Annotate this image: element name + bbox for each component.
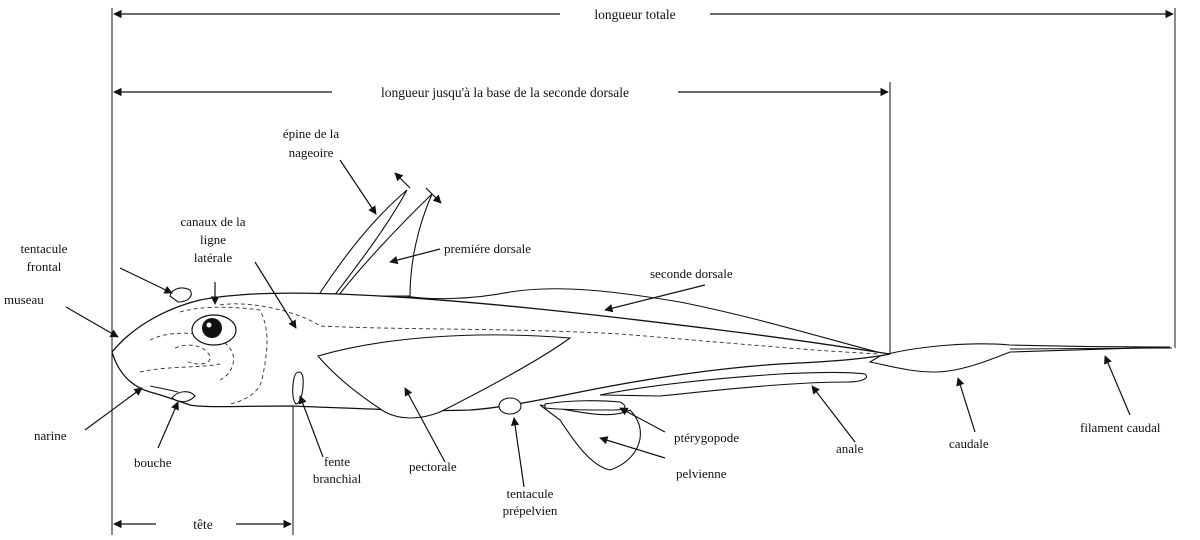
frontal-tentacle-label-line2: frontal [27, 259, 62, 274]
frontal-tentacle-label-line1: tentacule [21, 241, 68, 256]
clasper-label: ptérygopode [674, 430, 739, 445]
pelvic-arrow [599, 436, 666, 459]
head-length-label: tête [193, 517, 213, 532]
frontal-tentacle [169, 287, 192, 303]
pectoral-fin [317, 334, 572, 419]
nostril [149, 385, 179, 393]
fin-spine-label-line2: nageoire [289, 145, 334, 160]
second-dorsal-label: seconde dorsale [650, 266, 733, 281]
pupil [202, 318, 222, 338]
lateral-line-label-line1: canaux de la [181, 214, 246, 229]
caudal-filament-arrow [1104, 355, 1131, 416]
fin-spine-arrow [339, 159, 377, 215]
prepelvic-tentacle-arrow [510, 417, 525, 488]
measurement-lines: longueur totale longueur jusqu'à la base… [111, 6, 1176, 535]
fish-drawing [111, 189, 1173, 471]
pelvic-label: pelvienne [676, 466, 727, 481]
fin-spine-motion-arrow-b [425, 187, 442, 204]
mouth [171, 391, 196, 403]
caudal-label: caudale [949, 436, 989, 451]
pelvic-fin [539, 404, 641, 471]
caudal-fin [868, 343, 1171, 373]
first-dorsal-arrow [389, 248, 441, 265]
nostril-arrow [84, 387, 143, 431]
gill-slit-arrow [298, 395, 324, 458]
second-dorsal-arrow [604, 284, 706, 313]
snout-label: museau [4, 292, 44, 307]
mouth-label: bouche [134, 455, 172, 470]
nostril-label: narine [34, 428, 67, 443]
prepelvic-tentacle-label-line1: tentacule [507, 486, 554, 501]
lateral-line-label-line3: latérale [194, 250, 232, 265]
gill-slit-label-line2: branchial [313, 471, 362, 486]
total-length-label: longueur totale [594, 7, 675, 22]
prepelvic-tentacle-label-line2: prépelvien [503, 503, 558, 518]
pectoral-arrow [404, 387, 446, 463]
gill-slit-label-line1: fente [324, 454, 350, 469]
mouth-arrow [157, 401, 179, 449]
first-dorsal-label: premiére dorsale [444, 241, 531, 256]
snout-arrow [65, 306, 119, 338]
caudal-filament [1009, 347, 1173, 350]
anal-fin [599, 371, 867, 397]
anal-arrow [811, 385, 856, 443]
caudal-arrow [956, 377, 976, 433]
clasper-arrow [619, 407, 666, 433]
lateral-line-arrow [254, 261, 297, 329]
frontal-tentacle-arrow [119, 267, 173, 294]
labels: épine de la nageoire canaux de la ligne … [4, 126, 1161, 518]
lateral-line [219, 303, 881, 355]
length-to-second-dorsal-label: longueur jusqu'à la base de la seconde d… [381, 85, 629, 100]
caudal-filament-label: filament caudal [1080, 420, 1161, 435]
dorsal-fin-spine [316, 189, 408, 297]
fin-spine-motion-arrow-a [394, 172, 411, 189]
first-dorsal-fin [336, 193, 433, 297]
lateral-line-label-line2: ligne [200, 232, 226, 247]
prepelvic-tentacle [498, 397, 522, 415]
fin-spine-label-line1: épine de la [283, 126, 340, 141]
clasper [544, 400, 626, 411]
anal-label: anale [836, 441, 864, 456]
annotation-arrows [65, 159, 1131, 488]
pectoral-label: pectorale [409, 459, 457, 474]
